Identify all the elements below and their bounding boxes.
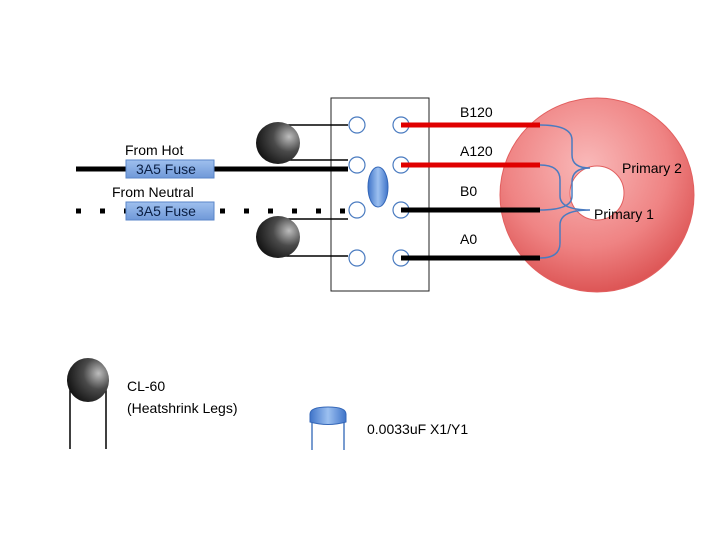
capacitor-icon — [367, 166, 389, 208]
capacitor-icon — [309, 406, 347, 450]
hot-label: From Hot — [125, 142, 183, 158]
ntc-thermistor-icon — [256, 216, 348, 258]
legend-thermistor-name: CL-60 — [127, 378, 165, 394]
primary-2-bracket — [539, 124, 591, 211]
ntc-thermistor-icon — [256, 122, 348, 164]
legend-thermistor-note: (Heatshrink Legs) — [127, 400, 238, 416]
legend-capacitor-label: 0.0033uF X1/Y1 — [367, 421, 468, 437]
neutral-label: From Neutral — [112, 184, 194, 200]
primary-1-bracket — [539, 164, 591, 259]
primary-2-label: Primary 2 — [622, 160, 682, 176]
hot-fuse — [125, 159, 215, 179]
ntc-thermistor-icon — [67, 358, 109, 449]
wire-label-b120: B120 — [460, 104, 493, 120]
hot-fuse-label: 3A5 Fuse — [136, 161, 196, 177]
neutral-fuse — [125, 201, 215, 221]
primary-1-label: Primary 1 — [594, 206, 654, 222]
wire-label-a120: A120 — [460, 143, 493, 159]
toroid-transformer — [499, 97, 695, 293]
legend-thermistor: CL-60 (Heatshrink Legs) — [67, 358, 238, 449]
legend-capacitor: 0.0033uF X1/Y1 — [309, 406, 468, 450]
wire-label-a0: A0 — [460, 231, 477, 247]
wire-label-b0: B0 — [460, 183, 477, 199]
neutral-fuse-label: 3A5 Fuse — [136, 203, 196, 219]
